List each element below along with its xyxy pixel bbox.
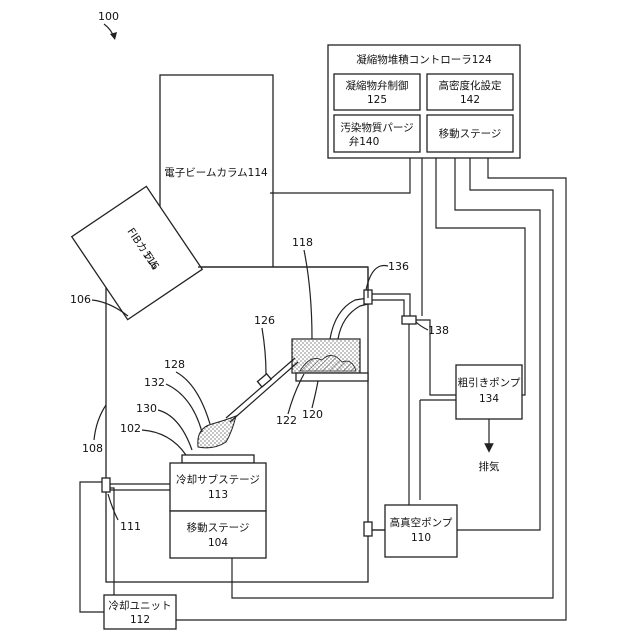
hv-chamber-valve — [364, 522, 372, 536]
wire-to-ebeam — [270, 158, 410, 193]
leader-136 — [366, 266, 388, 291]
exhaust-label: 排気 — [479, 460, 500, 473]
coolant-feedthrough — [102, 478, 110, 492]
leader-138 — [416, 322, 428, 330]
cooling-unit-number: 112 — [130, 614, 150, 626]
figure-number-arrowhead — [110, 32, 117, 40]
cooling-substage-number: 113 — [208, 489, 228, 501]
ref-106: 106 — [70, 293, 91, 306]
densify-setting-label: 高密度化設定 — [439, 79, 502, 92]
ref-132: 132 — [144, 376, 165, 389]
roughing-pump-number: 134 — [479, 393, 499, 405]
ref-128: 128 — [164, 358, 185, 371]
cooling-unit-label: 冷却ユニット — [109, 599, 172, 612]
condensate-valve-control: 凝縮物弁制御 125 — [334, 74, 420, 110]
moving-stage-number: 104 — [208, 537, 228, 549]
ref-118: 118 — [292, 236, 313, 249]
deposition-controller-title: 凝縮物堆積コントローラ124 — [356, 53, 492, 66]
sample-stage: 冷却サブステージ 113 移動ステージ 104 — [170, 455, 266, 558]
ref-111: 111 — [120, 520, 141, 533]
coolant-line-outer — [80, 482, 104, 612]
pipe-to-valve-138-b — [372, 300, 404, 316]
ref-126: 126 — [254, 314, 275, 327]
pipe-to-high-vacuum — [368, 324, 409, 530]
cooling-substage-label: 冷却サブステージ — [176, 473, 260, 486]
ref-136: 136 — [388, 260, 409, 273]
moving-stage-control-label: 移動ステージ — [439, 127, 502, 140]
purge-valve: 汚染物質パージ 弁140 — [334, 115, 420, 152]
high-vacuum-pump-number: 110 — [411, 532, 431, 544]
densify-setting: 高密度化設定 142 — [427, 74, 513, 110]
reservoir-stage — [296, 373, 368, 381]
ref-122: 122 — [276, 414, 297, 427]
valve-138 — [402, 316, 416, 324]
leader-108 — [94, 405, 106, 440]
moving-stage-label: 移動ステージ — [187, 521, 250, 534]
ref-138: 138 — [428, 324, 449, 337]
cooling-unit: 冷却ユニット 112 — [104, 595, 176, 629]
ref-102: 102 — [120, 422, 141, 435]
densify-setting-number: 142 — [460, 94, 480, 106]
ref-108: 108 — [82, 442, 103, 455]
high-vacuum-pump: 高真空ポンプ 110 — [385, 505, 457, 557]
figure-number: 100 — [98, 10, 119, 23]
wire-to-roughing — [436, 158, 525, 395]
moving-stage — [170, 511, 266, 558]
ref-130: 130 — [136, 402, 157, 415]
cooling-substage — [170, 463, 266, 511]
purge-valve-number: 弁140 — [349, 135, 380, 148]
electron-beam-column-label: 電子ビームカラム114 — [164, 167, 268, 179]
wire-to-high-vacuum — [455, 158, 540, 530]
condensate-valve-label: 凝縮物弁制御 — [346, 79, 409, 92]
moving-stage-control: 移動ステージ — [427, 115, 513, 152]
roughing-pump: 粗引きポンプ 134 — [456, 365, 522, 419]
roughing-pump-label: 粗引きポンプ — [458, 376, 521, 389]
condensate-valve-number: 125 — [367, 94, 387, 106]
purge-valve-label: 汚染物質パージ — [340, 121, 413, 134]
ref-120: 120 — [302, 408, 323, 421]
high-vacuum-pump-label: 高真空ポンプ — [390, 516, 453, 529]
sample-plate — [182, 455, 254, 463]
